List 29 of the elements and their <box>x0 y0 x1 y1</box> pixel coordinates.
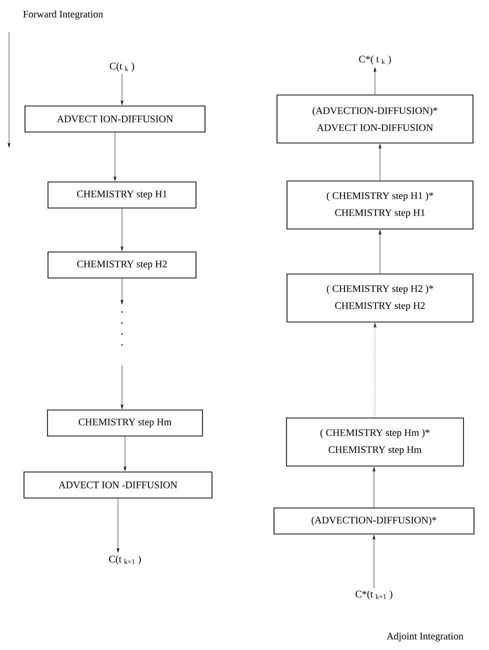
arrow <box>114 132 116 181</box>
arrow <box>120 364 124 409</box>
process-box: ( CHEMISTRY step Hm )* CHEMISTRY step Hm <box>286 418 464 466</box>
process-box: (ADVECTION-DIFFUSION)* <box>274 508 474 534</box>
diagram-label: Forward Integration <box>23 10 103 20</box>
arrow <box>120 278 124 304</box>
arrow <box>378 230 382 274</box>
process-box: ( CHEMISTRY step H1 )* CHEMISTRY step H1 <box>286 180 474 230</box>
process-box: ADVECT ION -DIFFUSION <box>24 472 212 498</box>
process-box: (ADVECTION-DIFFUSION)* ADVECT ION-DIFFUSION <box>276 94 474 144</box>
arrow <box>378 144 382 181</box>
arrow <box>124 436 126 471</box>
arrow <box>374 323 376 418</box>
process-box: CHEMISTRY step H1 <box>48 182 196 208</box>
diagram-label: Adjoint Integration <box>386 632 464 642</box>
arrow <box>120 74 124 105</box>
process-box: CHEMISTRY step H2 <box>48 252 196 278</box>
arrow <box>116 498 120 553</box>
process-box: ( CHEMISTRY step H2 )* CHEMISTRY step H2 <box>286 274 474 322</box>
arrow <box>374 67 376 95</box>
state-label: C*(t $_{k+1}$ ) <box>356 590 392 600</box>
arrow <box>120 208 124 251</box>
state-label: C(t $_{k}$ ) <box>110 62 134 72</box>
process-box: CHEMISTRY step Hm <box>47 410 203 436</box>
process-box: ADVECT ION-DIFFUSION <box>24 106 206 132</box>
state-label: C(t $_{k+1}$ ) <box>109 555 141 565</box>
arrow <box>372 535 376 588</box>
state-label: C*( t $_{k}$ ) <box>359 55 391 65</box>
arrow <box>372 467 376 508</box>
